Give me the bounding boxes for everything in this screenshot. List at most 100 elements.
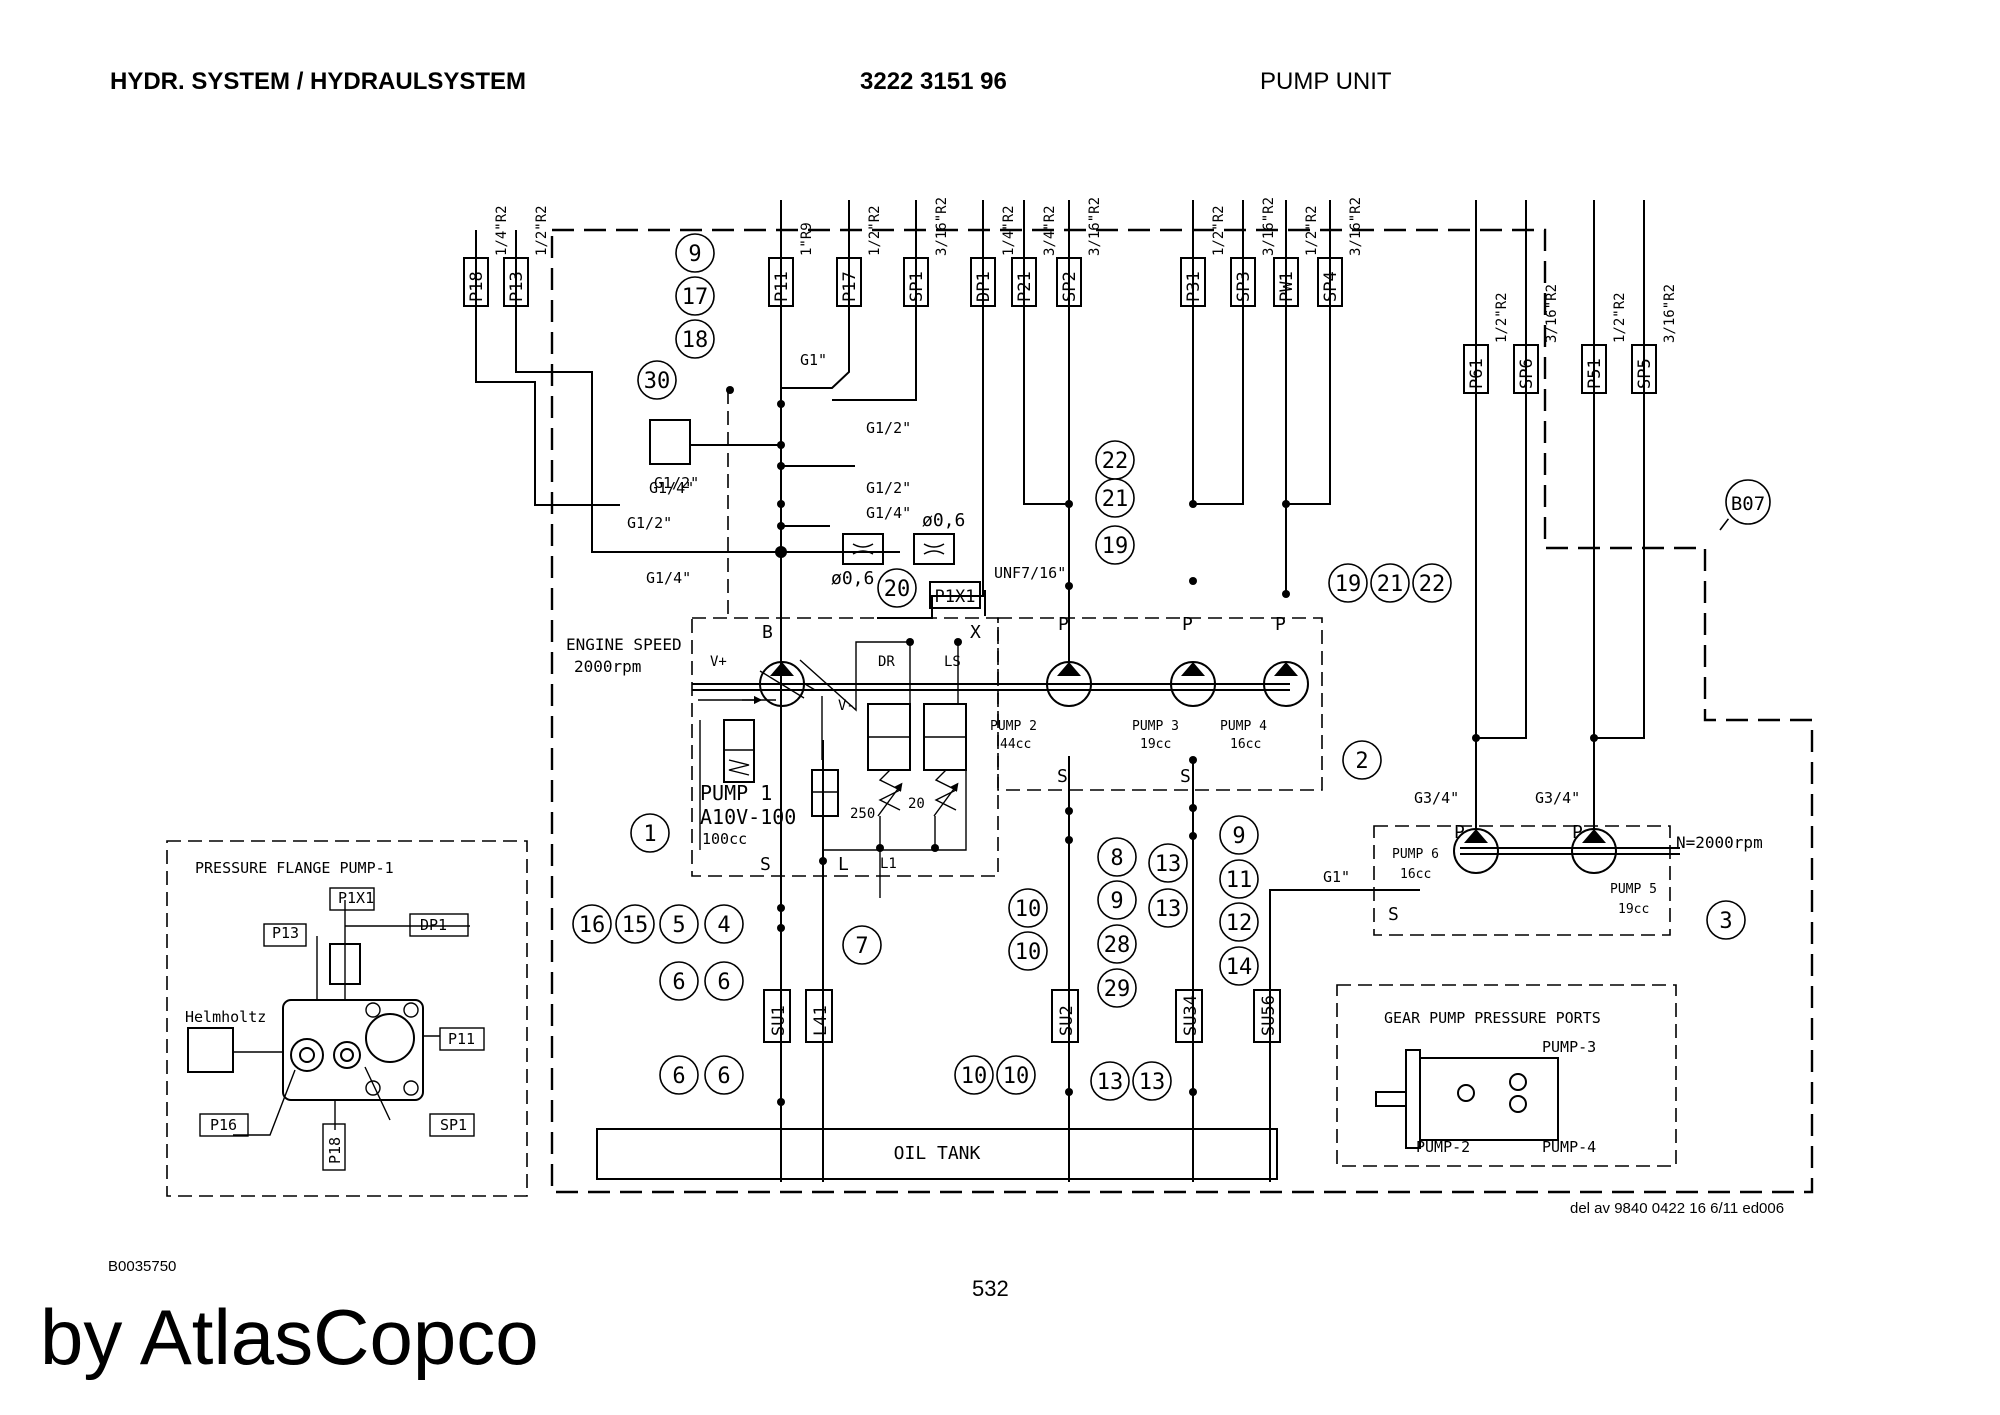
pump-port-letter: V- <box>838 698 855 714</box>
callout-circle <box>675 319 715 359</box>
orifice-label: ø0,6 <box>922 510 965 531</box>
flange-port-label: P13 <box>272 924 299 942</box>
port-p1x1-label: P1X1 <box>935 587 976 607</box>
callout-number: 21 <box>1102 487 1129 512</box>
callout-number: 6 <box>717 1064 730 1089</box>
flange-port-box <box>439 1027 485 1051</box>
callout-number: 11 <box>1226 868 1253 893</box>
callout-circle <box>1097 837 1137 877</box>
callout-circle <box>1095 478 1135 518</box>
gear-pump-speed: N=2000rpm <box>1676 833 1763 852</box>
fitting-label: G1/2" <box>627 514 672 532</box>
callout-number: 21 <box>1377 572 1404 597</box>
port-size: 1"R9 <box>799 222 815 256</box>
callout-circle <box>1097 968 1137 1008</box>
fitting-label: G1" <box>1323 868 1350 886</box>
callout-circle <box>1148 843 1188 883</box>
callout-circle <box>1008 931 1048 971</box>
callout-number: 6 <box>672 970 685 995</box>
junction-dots <box>726 386 1598 1106</box>
callout-circle <box>1132 1061 1172 1101</box>
unit-title: PUMP UNIT <box>1260 68 1392 95</box>
callout-number: 2 <box>1355 749 1368 774</box>
pump1-dr-setting: 250 <box>850 806 875 822</box>
callout-circle <box>704 961 744 1001</box>
callout-number: 29 <box>1104 977 1131 1002</box>
suction-port-box <box>805 989 833 1043</box>
callout-number: 8 <box>1110 846 1123 871</box>
callout-circle <box>996 1055 1036 1095</box>
callout-circle <box>1370 563 1410 603</box>
callout-number: 18 <box>682 328 709 353</box>
pump3-name: PUMP 3 <box>1132 719 1179 734</box>
pressure-flange-inset <box>166 840 528 1197</box>
port-p1x1-box <box>929 581 981 609</box>
engine-speed-value: 2000rpm <box>574 657 641 676</box>
callout-circle <box>1090 1061 1130 1101</box>
port-size: 1/2"R2 <box>1494 292 1510 343</box>
flange-port-label: P11 <box>448 1030 475 1048</box>
suction-port-box <box>1051 989 1079 1043</box>
callout-circle <box>1219 946 1259 986</box>
suction-port-label: SU2 <box>1057 1005 1077 1036</box>
flange-port-label: P18 <box>326 1137 344 1164</box>
oil-tank-label: OIL TANK <box>894 1143 981 1164</box>
pump4-displacement: 16cc <box>1230 737 1261 752</box>
port-size: 3/16"R2 <box>1544 284 1560 343</box>
pump5-name: PUMP 5 <box>1610 882 1657 897</box>
flange-port-box <box>329 887 375 911</box>
suction-port-label: SU1 <box>769 1005 789 1036</box>
fitting-label: G1/4" <box>646 569 691 587</box>
pump6-displacement: 16cc <box>1400 867 1431 882</box>
pump-port-letter: S <box>1180 766 1191 787</box>
callout-circle <box>675 233 715 273</box>
callout-circle <box>1219 815 1259 855</box>
gear-port-label: PUMP-3 <box>1542 1038 1596 1056</box>
flange-port-box <box>429 1113 475 1137</box>
callout-circle <box>659 961 699 1001</box>
port-size: 3/4"R2 <box>1042 205 1058 256</box>
callout-number: 22 <box>1102 449 1129 474</box>
pump2-displacement: 44cc <box>1000 737 1031 752</box>
fitting-label: G3/4" <box>1535 789 1580 807</box>
callout-circle <box>1219 902 1259 942</box>
callout-number: B07 <box>1731 493 1765 515</box>
suction-port-label: L41 <box>811 1005 831 1036</box>
callout-number: 20 <box>884 577 911 602</box>
pump-port-letter: S <box>1388 904 1399 925</box>
callout-number: 13 <box>1155 897 1182 922</box>
fitting-label: G1/4" <box>866 504 911 522</box>
pump-port-letter: S <box>760 854 771 875</box>
callout-circle <box>659 904 699 944</box>
main-enclosure <box>550 228 1814 1194</box>
fitting-label: G1" <box>800 351 827 369</box>
fitting-label: G1/2" <box>654 474 699 492</box>
pump1-ls-setting: 20 <box>908 796 925 812</box>
pump-port-letter: X <box>970 622 981 643</box>
port-size: 3/16"R2 <box>1261 197 1277 256</box>
flange-port-label: DP1 <box>420 916 447 934</box>
callout-circle <box>615 904 655 944</box>
callout-number: 22 <box>1419 572 1446 597</box>
callout-circle <box>1008 888 1048 928</box>
pump56-block <box>1373 825 1671 936</box>
gear-pump-inset <box>1336 984 1677 1167</box>
port-name: P18 <box>467 271 487 302</box>
pump4-name: PUMP 4 <box>1220 719 1267 734</box>
port-size: 1/2"R2 <box>1304 205 1320 256</box>
drawing-reference: del av 9840 0422 16 6/11 ed006 <box>1570 1200 1785 1217</box>
pump1-block <box>691 617 999 877</box>
flange-port-box <box>409 913 469 937</box>
callout-circle <box>1328 563 1368 603</box>
gear-inset-title: GEAR PUMP PRESSURE PORTS <box>1384 1009 1601 1027</box>
pump1-name: PUMP 1 <box>700 781 772 805</box>
